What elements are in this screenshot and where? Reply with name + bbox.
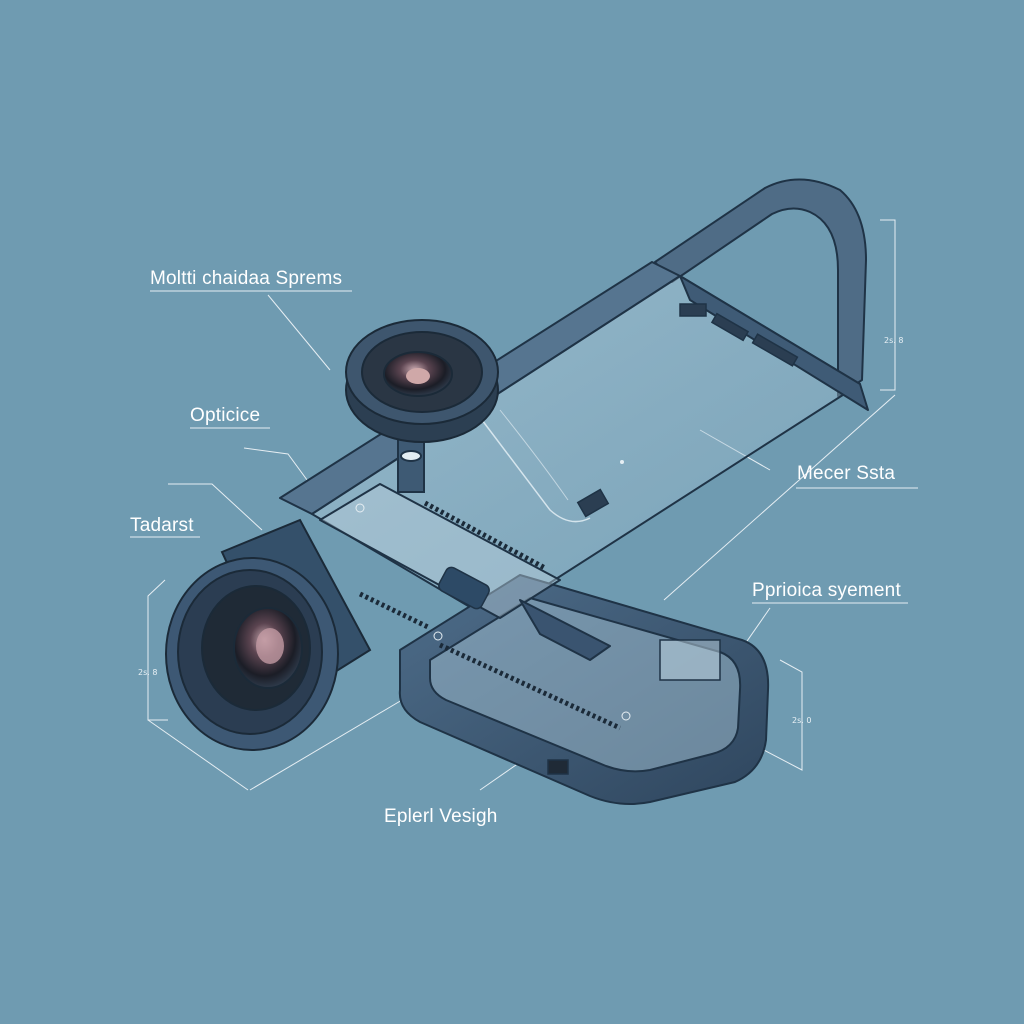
marker-dot-2 <box>621 711 631 721</box>
handle-loop <box>654 178 867 397</box>
clip-part <box>576 488 610 518</box>
marker-dots <box>355 460 631 721</box>
leader-tadarst-diag <box>168 483 263 531</box>
lens-post-ring <box>400 450 422 462</box>
dim-label-right-bottom: 2s. 0 <box>792 716 812 725</box>
top-lens <box>345 319 499 443</box>
leader-lines <box>130 219 918 791</box>
label-optic: Opticice <box>190 405 261 426</box>
slot-part-3 <box>751 333 799 367</box>
dim-left-diag <box>147 719 249 791</box>
label-tadarst: Tadarst <box>130 515 194 536</box>
device-body <box>279 178 869 805</box>
chip-part <box>659 639 721 681</box>
gear-track-left <box>358 591 432 631</box>
leader-optic-diag <box>243 447 311 485</box>
label-mecer: Mecer Ssta <box>797 463 896 484</box>
marker-dot-3 <box>433 631 443 641</box>
dim-left <box>147 579 168 721</box>
dim-label-left: 2s. 8 <box>138 668 158 677</box>
leader-multi-chamber-diag <box>267 294 331 371</box>
dim-right-top <box>880 219 896 391</box>
gear-track-upper <box>423 500 547 571</box>
dim-bottom-diag <box>249 699 403 791</box>
top-lens-highlight <box>406 368 430 384</box>
label-multi-chamber: Moltti chaidaa Sprems <box>150 268 343 289</box>
gear-track <box>358 500 622 731</box>
marker-dot-1 <box>620 460 624 464</box>
dim-right-bottom <box>759 659 803 771</box>
label-epilert: Eplerl Vesigh <box>384 806 498 827</box>
cylinder-part <box>438 566 490 610</box>
label-periodic: Pprioica syement <box>752 580 901 601</box>
internal-parts <box>438 303 799 775</box>
port-part <box>547 759 569 775</box>
slot-part-2 <box>710 312 750 342</box>
film-strip-edge <box>499 409 569 501</box>
marker-dot-4 <box>355 503 365 513</box>
dim-diagonal-right <box>663 394 896 601</box>
film-strip <box>481 419 591 523</box>
inner-block <box>519 599 611 661</box>
slot-part-1 <box>679 303 707 317</box>
front-lens-highlight <box>256 628 284 664</box>
dim-label-right-top: 2s. 8 <box>884 336 904 345</box>
front-lens <box>165 518 372 751</box>
